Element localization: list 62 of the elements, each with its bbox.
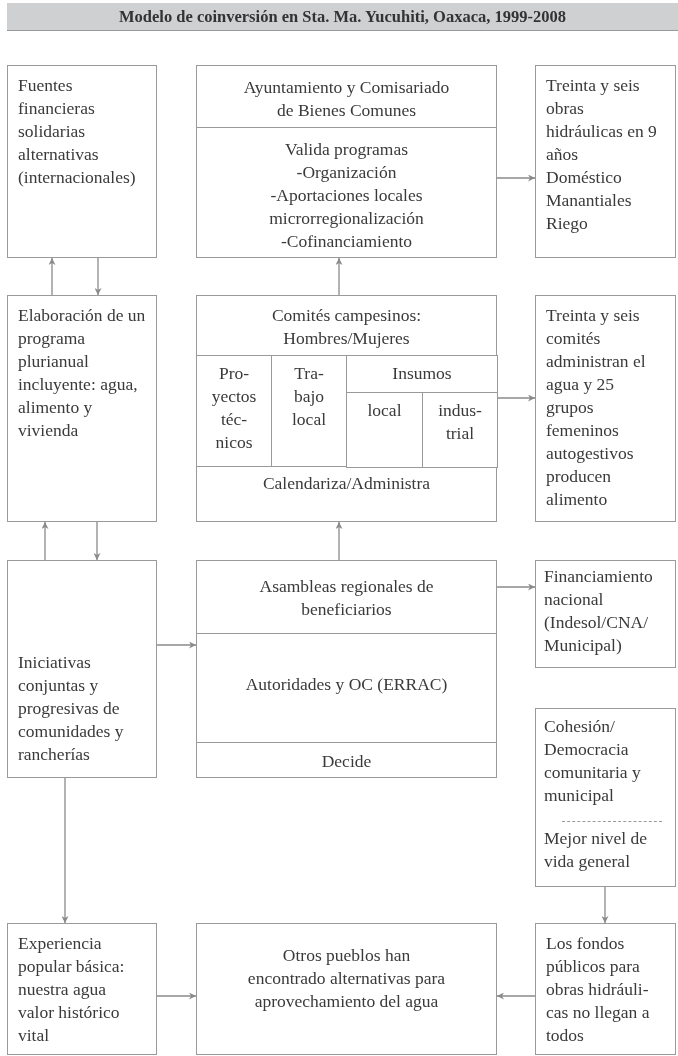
process-box (535, 295, 676, 522)
arrow (93, 521, 101, 561)
table-cell (271, 355, 347, 467)
process-box (196, 560, 497, 778)
box-text: -Organización (295, 161, 398, 184)
process-box (535, 708, 676, 887)
process-box (535, 923, 676, 1055)
arrow (496, 394, 536, 402)
box-text: Fuentes financieras solidarias alternativas (internacionales) (17, 74, 137, 189)
process-box (7, 923, 157, 1055)
arrow (496, 583, 536, 591)
box-text: Mejor nivel de vida general (543, 827, 649, 873)
box-text: Autoridades y OC (ERRAC) (244, 673, 449, 696)
arrow (61, 777, 69, 924)
arrow (156, 641, 197, 649)
arrow (41, 521, 49, 561)
box-text: Decide (320, 750, 373, 773)
process-box (196, 65, 497, 258)
box-text: Financiamiento nacional (Indesol/CNA/ Municipal) (543, 565, 654, 657)
table-cell (346, 355, 498, 467)
box-text: Elaboración de un programa plurianual incluyente: agua, alimento y vivienda (17, 304, 147, 442)
box-text: Asambleas regionales de beneficiarios (258, 575, 435, 621)
table-cell (346, 392, 423, 468)
box-text: Otros pueblos han encontrado alternativas para aprovechamiento del agua (246, 944, 447, 1013)
box-text: local (366, 399, 403, 422)
process-box (7, 560, 157, 778)
arrow (156, 992, 197, 1000)
process-box (7, 65, 157, 258)
arrow (601, 886, 609, 924)
table-cell (196, 355, 272, 467)
box-text: Iniciativas conjuntas y progresivas de comunidades y rancherías (17, 651, 125, 766)
box-text: -Aportaciones locales microrregionalización (268, 184, 425, 230)
box-text: Treinta y seis comités administran el agua y 25 grupos femeninos autogestivos producen alimento (545, 304, 647, 511)
arrow (335, 521, 343, 561)
box-text: Valida programas (284, 138, 409, 161)
arrow (94, 257, 102, 296)
box-text: Experiencia popular básica: nuestra agua valor histórico vital (17, 932, 126, 1047)
box-text: Comités campesinos: Hombres/Mujeres (270, 304, 423, 350)
arrow (335, 257, 343, 296)
box-text: Ayuntamiento y Comisariado de Bienes Comunes (242, 76, 451, 122)
box-text: indus- trial (438, 399, 482, 445)
box-text: Insumos (391, 362, 453, 385)
box-text: Treinta y seis obras hidráulicas en 9 años (545, 74, 658, 166)
process-box (196, 295, 497, 522)
box-text: Tra- bajo local (292, 362, 326, 431)
box-text: Manantiales (545, 189, 633, 212)
process-box (196, 923, 497, 1055)
arrow (496, 992, 536, 1000)
arrow (496, 174, 536, 182)
box-text: Cohesión/ Democracia comunitaria y municipal (543, 715, 642, 807)
process-box (535, 560, 676, 668)
process-box (7, 295, 157, 522)
arrow (48, 257, 56, 296)
box-text: Los fondos públicos para obras hidráuli- cas no llegan a todos (545, 932, 651, 1047)
table-cell (422, 392, 498, 468)
box-text: Doméstico (545, 166, 623, 189)
box-text: -Cofinanciamiento (279, 230, 414, 253)
box-text: Pro- yectos téc- nicos (211, 362, 257, 454)
title-banner: Modelo de coinversión en Sta. Ma. Yucuhiti, Oaxaca, 1999-2008 (7, 3, 678, 31)
process-box (535, 65, 676, 258)
box-text: Calendariza/Administra (261, 472, 432, 495)
box-text: Riego (545, 212, 589, 235)
